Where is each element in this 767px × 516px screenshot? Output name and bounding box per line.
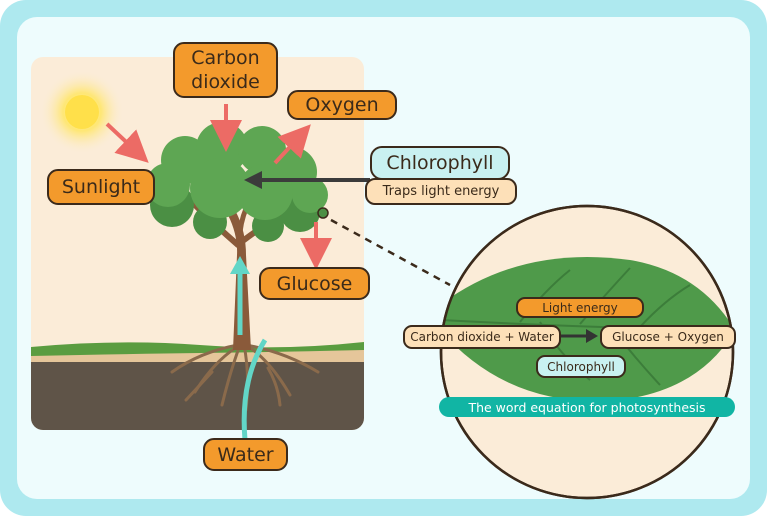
label-oxygen: Oxygen — [287, 90, 397, 120]
label-glucose: Glucose — [259, 267, 370, 300]
scene — [31, 57, 364, 430]
leaf-zoom — [439, 204, 735, 500]
leaf-detail-marker — [317, 207, 329, 219]
label-chlorophyll: Chlorophyll — [370, 146, 510, 180]
water-arrow — [230, 256, 268, 441]
label-sunlight: Sunlight — [47, 169, 155, 205]
oxygen-arrow — [273, 124, 311, 165]
label-carbon-dioxide: Carbon dioxide — [173, 42, 278, 98]
equation-chlorophyll: Chlorophyll — [536, 355, 626, 378]
equation-reactants: Carbon dioxide + Water — [403, 325, 561, 349]
label-traps-light-energy: Traps light energy — [365, 178, 517, 205]
sunlight-arrow — [105, 122, 149, 163]
soil — [31, 356, 364, 430]
equation-products: Glucose + Oxygen — [600, 325, 736, 349]
leaf — [441, 257, 733, 402]
red-arrows — [105, 104, 332, 270]
grass-strip — [31, 342, 364, 356]
label-water: Water — [203, 438, 288, 471]
equation-light-energy: Light energy — [516, 297, 644, 318]
zoom-connector — [330, 218, 451, 287]
equation-caption: The word equation for photosynthesis — [439, 397, 735, 417]
sun-icon — [65, 95, 99, 129]
